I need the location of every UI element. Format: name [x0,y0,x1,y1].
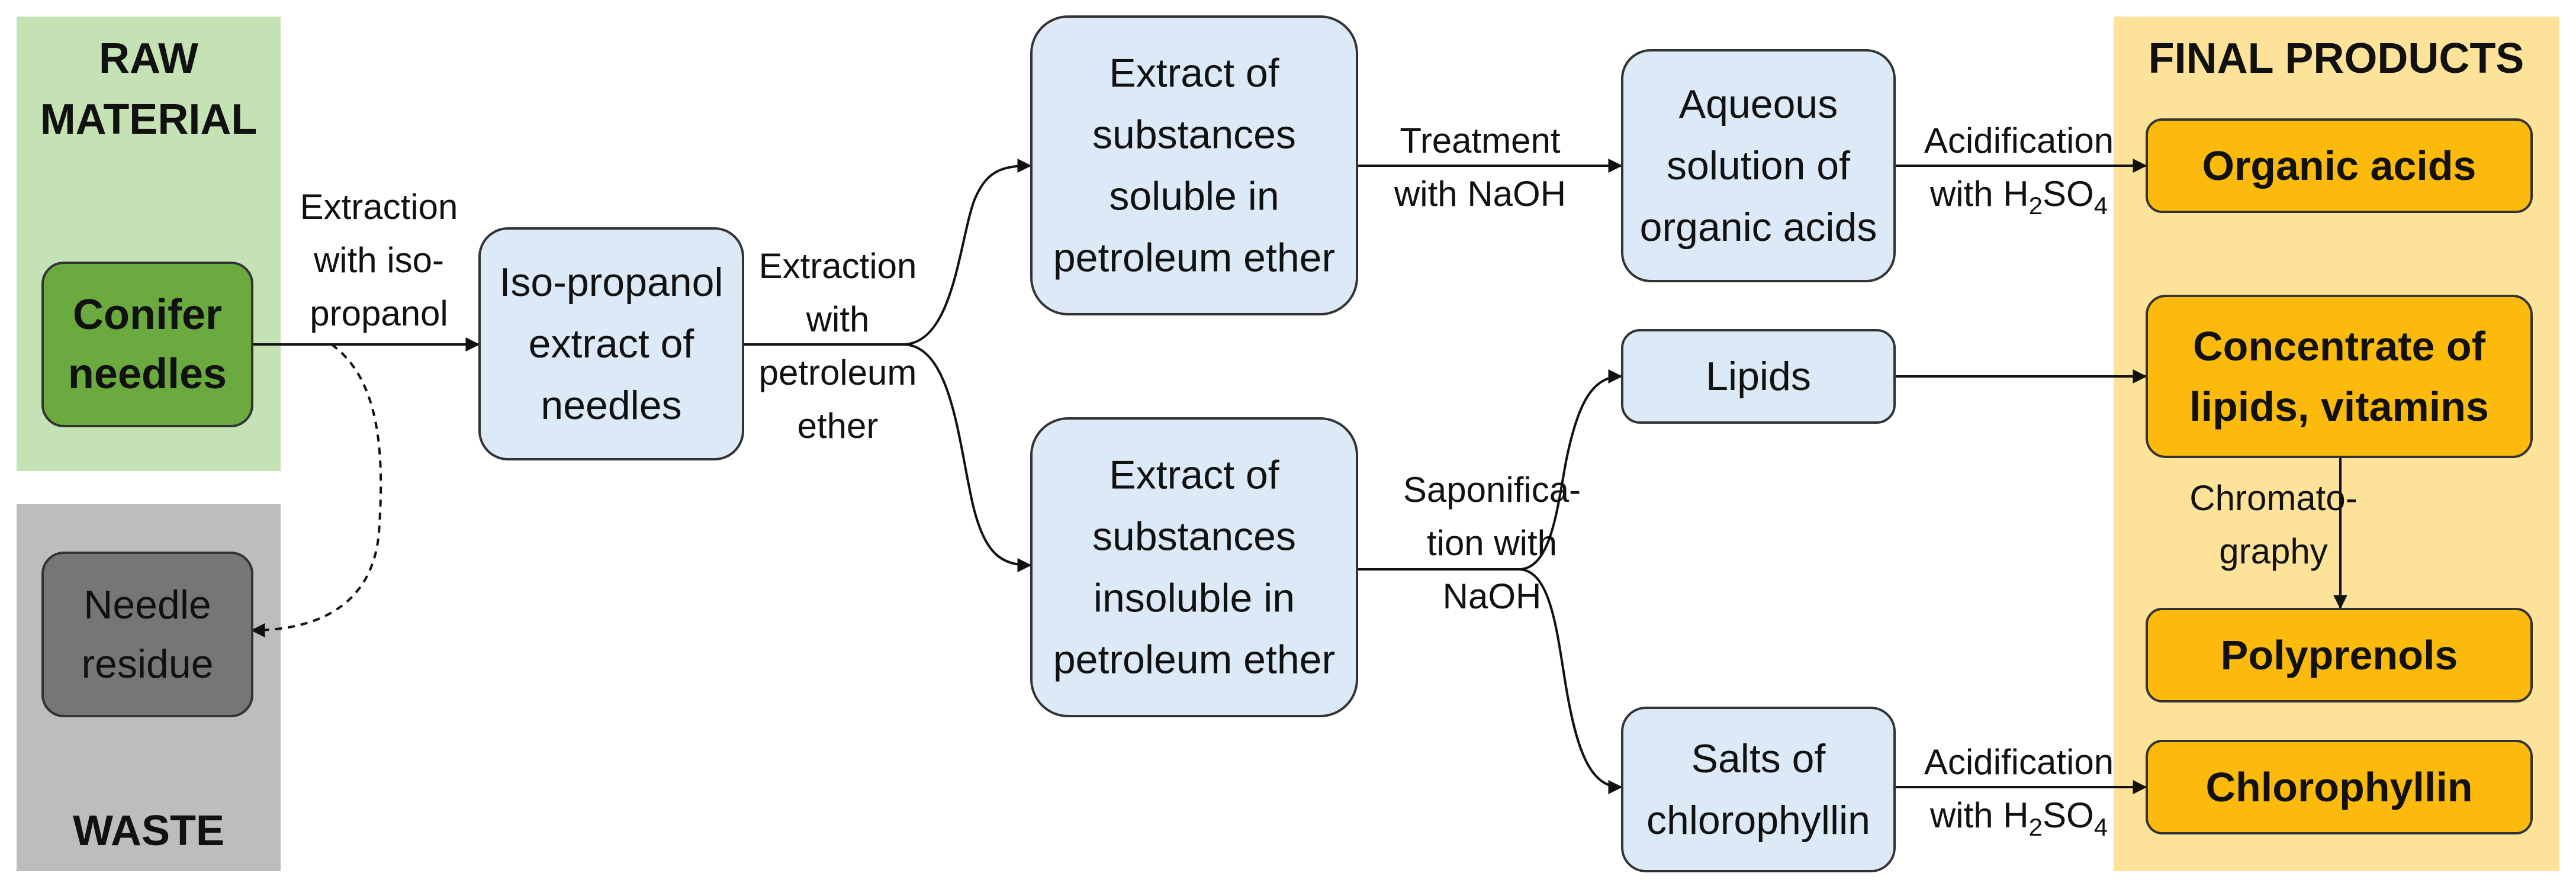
node-label-line: Extract of [1109,453,1279,498]
node-label-line: chlorophyllin [1646,798,1870,843]
node-chlorophyllin: Chlorophyllin [2146,740,2533,834]
edge-label-line: NaOH [1443,576,1542,616]
node-label-line: Salts of [1691,736,1826,781]
node-label-line: Chlorophyllin [2205,764,2472,810]
formula-text: with H [1929,795,2029,835]
node-label-line: Polyprenols [2221,632,2458,678]
formula-text: SO [2043,795,2094,835]
node-residue: Needle residue [41,552,253,717]
node-label-line: residue [81,642,213,687]
edge-label-line: Extraction [759,246,917,286]
edge-label-line: Saponifica- [1403,470,1581,510]
edge-label-line: Extraction [300,187,458,227]
node-label-line: needles [68,350,227,398]
node-label-line: organic acids [1640,205,1877,250]
formula-subscript: 2 [2029,813,2043,841]
edge-label-line: with [806,299,870,339]
node-box [2146,740,2533,834]
node-soluble-extract: Extract of substances soluble in petroleum … [1030,15,1358,315]
node-label-line: Needle [83,582,211,627]
raw-material-title-line1: RAW [99,35,198,82]
node-lipids: Lipids [1621,329,1896,424]
edge-label-line: tion with [1427,523,1557,563]
node-label-line: solution of [1667,143,1850,188]
node-label-line: substances [1092,514,1296,559]
final-products-title: FINAL PRODUCTS [2149,35,2524,82]
edge-label-chromatography: Chromato-graphy [2189,478,2357,571]
node-box [478,227,744,460]
edge-label-acidification-top: Acidification with H2SO4 [1924,121,2114,220]
node-polyprenols: Polyprenols [2146,608,2533,702]
edge-split-to-soluble [902,159,1032,346]
node-label-line: needles [541,383,681,428]
edge-label-line: ether [797,406,879,446]
node-label-line: petroleum ether [1053,236,1335,281]
node-label-line: Iso-propanol [499,260,723,305]
edge-label-line: petroleum [759,353,917,392]
node-conifer: Conifer needles [41,262,253,427]
node-box [1621,329,1896,424]
edge-label-line: Acidification [1924,121,2114,160]
node-box [41,262,253,427]
node-label-line: substances [1092,112,1296,157]
node-label-line: Organic acids [2202,143,2477,189]
edge-label-formula: with H2SO4 [1929,174,2108,220]
edge-label-line: Treatment [1400,121,1561,160]
edges [250,159,2347,794]
node-label-line: Conifer [73,291,222,339]
node-aqueous-solution: Aqueous solution of organic acids [1621,49,1896,282]
edge-label-line: Acidification [1924,742,2114,782]
edge-conifer-to-residue [250,343,382,637]
edge-label-extraction-iso: Extraction with iso-propanol [300,187,458,333]
formula-text: SO [2043,174,2094,214]
node-box [1621,49,1896,282]
node-label-line: petroleum ether [1053,637,1335,682]
node-label-line: Aqueous [1679,82,1838,127]
formula-subscript: 4 [2094,813,2108,841]
node-label-line: Lipids [1706,354,1811,399]
edge-label-formula: with H2SO4 [1929,795,2108,841]
node-label-line: Concentrate of [2193,323,2486,369]
edge-label-line: with NaOH [1394,174,1566,214]
edge-label-line: propanol [310,294,448,333]
node-box [1030,417,1358,717]
node-box [1030,15,1358,315]
formula-subscript: 2 [2029,192,2043,220]
node-box [2146,608,2533,702]
node-box [2146,118,2533,213]
edge-label-treatment-naoh: Treatment with NaOH [1394,121,1566,214]
edge-label-acidification-bottom: Acidification with H2SO4 [1924,742,2114,841]
edge-label-extraction-pe: Extraction with petroleum ether [759,246,917,446]
node-insoluble-extract: Extract of substances insoluble in petroleu… [1030,417,1358,717]
waste-title: WASTE [73,807,224,855]
formula-subscript: 4 [2094,192,2108,220]
node-isopropanol-extract: Iso-propanol extract of needles [478,227,744,460]
node-label-line: soluble in [1109,174,1279,219]
node-concentrate: Concentrate of lipids, vitamins [2146,295,2533,458]
node-label-line: Extract of [1109,51,1279,96]
node-label-line: insoluble in [1094,576,1295,621]
node-salts: Salts of chlorophyllin [1621,707,1896,872]
edge-label-line: Chromato- [2189,478,2357,518]
node-organic-acids: Organic acids [2146,118,2533,213]
formula-text: with H [1929,174,2029,214]
edge-label-line: graphy [2219,531,2327,571]
node-label-line: lipids, vitamins [2189,384,2489,430]
node-box [1621,707,1896,872]
edge-split2-to-salts [1518,568,1623,794]
edge-split2-to-lipids [1518,369,1623,571]
raw-material-title-line2: MATERIAL [40,96,258,143]
edge-label-line: with iso- [313,240,444,280]
node-box [2146,295,2533,458]
node-box [41,552,253,717]
node-label-line: extract of [529,321,694,366]
edge-split-to-insoluble [902,343,1032,572]
